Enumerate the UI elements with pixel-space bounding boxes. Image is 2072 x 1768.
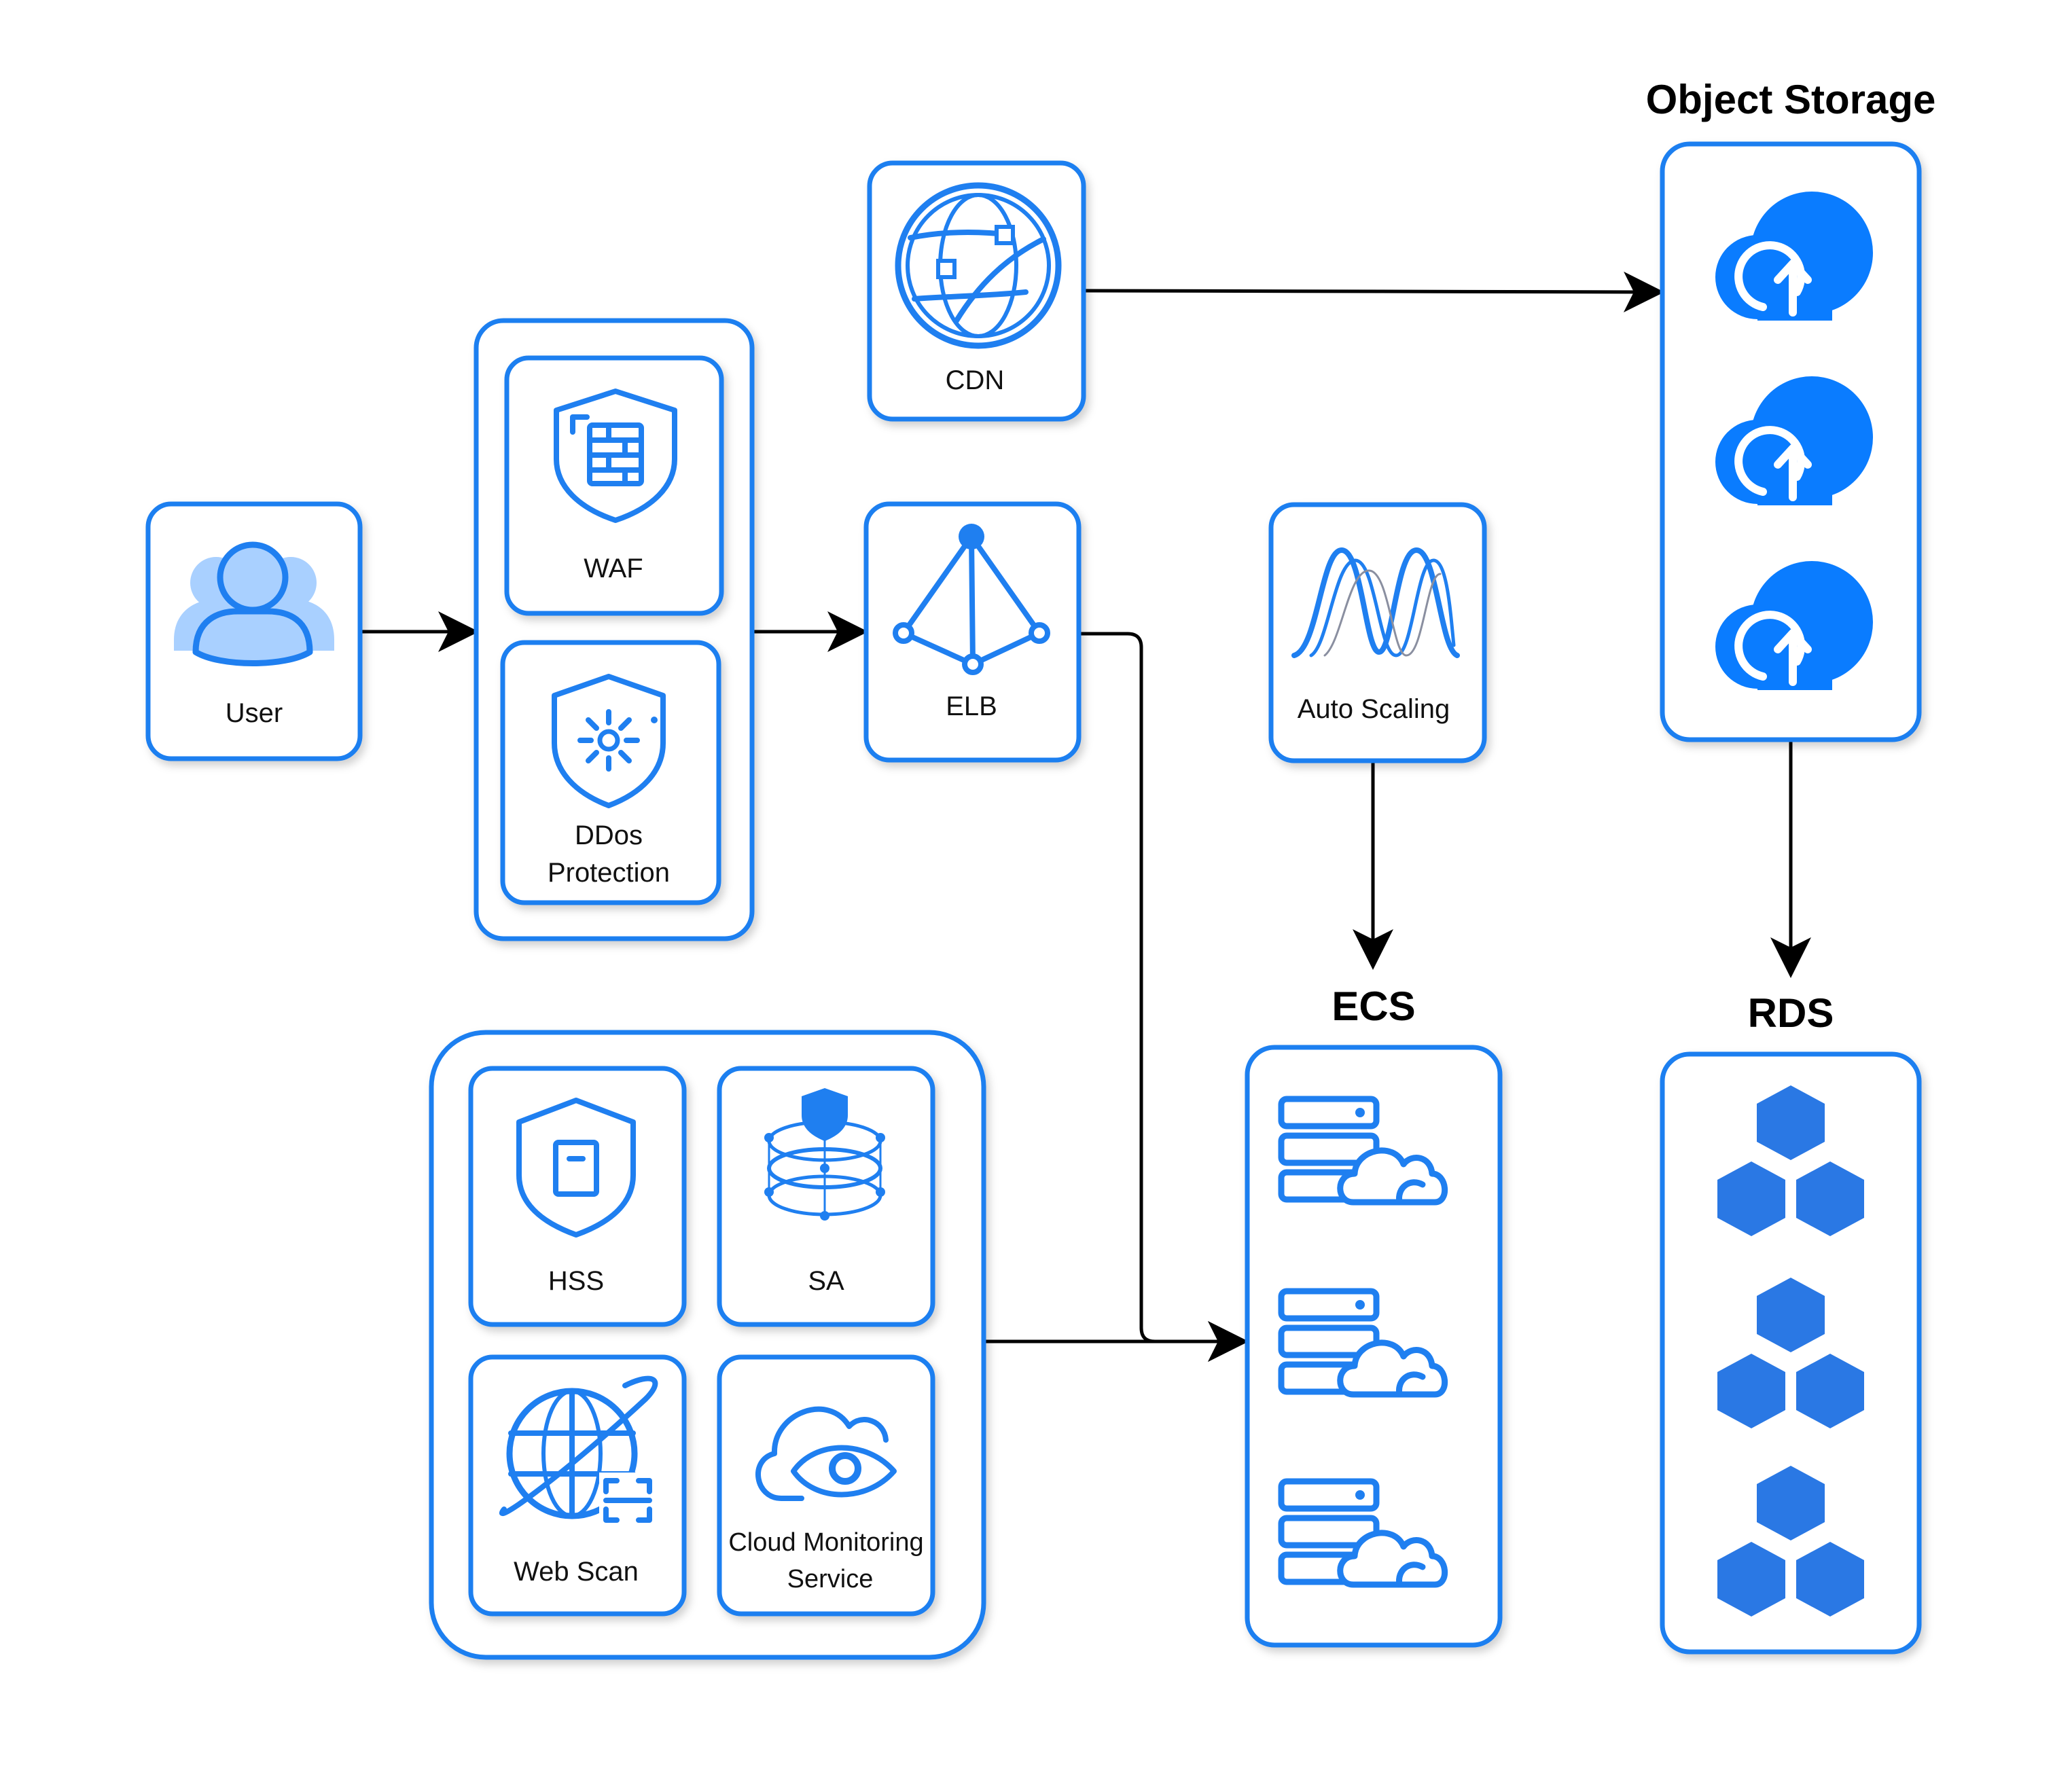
object-storage-title: Object Storage [1646, 77, 1936, 122]
cloud-eye-icon [755, 1406, 897, 1501]
ddos-label-line1: DDos [575, 820, 643, 850]
edges [362, 271, 1811, 1362]
edge-cdn-to-object-storage [1083, 271, 1664, 312]
rds-title: RDS [1748, 990, 1834, 1036]
globe-network-icon [895, 182, 1062, 349]
cms-label-line1: Cloud Monitoring [728, 1528, 923, 1557]
sa-label: SA [808, 1266, 844, 1296]
waves-icon [1291, 547, 1460, 658]
users-icon [174, 541, 334, 666]
ecs-title: ECS [1332, 984, 1415, 1029]
elb-node[interactable]: ELB [863, 501, 1082, 763]
hss-node[interactable]: HSS [468, 1066, 687, 1327]
firewall-shield-icon [554, 389, 677, 523]
ddos-node[interactable]: DDos Protection [500, 640, 721, 905]
host-shield-icon [516, 1098, 636, 1238]
user-label: User [226, 698, 283, 728]
user-node[interactable]: User [145, 501, 363, 761]
hss-label: HSS [548, 1266, 604, 1296]
edge-elb-to-ecs [1080, 632, 1249, 1362]
rds-group[interactable]: RDS [1660, 990, 1922, 1655]
waf-label: WAF [584, 554, 643, 583]
web-scan-label: Web Scan [514, 1557, 639, 1587]
waf-node[interactable]: WAF [504, 355, 724, 616]
situation-awareness-icon [764, 1088, 885, 1221]
ddos-label-line2: Protection [548, 858, 670, 888]
auto-scaling-label: Auto Scaling [1298, 694, 1450, 724]
load-balancer-icon [893, 524, 1050, 675]
ecs-group[interactable]: ECS [1245, 984, 1503, 1648]
cms-label-line2: Service [787, 1565, 874, 1593]
object-storage-group[interactable]: Object Storage [1646, 77, 1936, 742]
cdn-node[interactable]: CDN [867, 160, 1086, 422]
cdn-label: CDN [946, 365, 1005, 395]
cms-node[interactable]: Cloud Monitoring Service [717, 1354, 935, 1617]
sa-node[interactable]: SA [717, 1066, 935, 1327]
web-scan-node[interactable]: Web Scan [468, 1354, 687, 1617]
auto-scaling-node[interactable]: Auto Scaling [1268, 502, 1487, 763]
globe-scan-icon [499, 1375, 658, 1526]
elb-label: ELB [946, 691, 997, 721]
ddos-shield-icon [552, 674, 666, 808]
